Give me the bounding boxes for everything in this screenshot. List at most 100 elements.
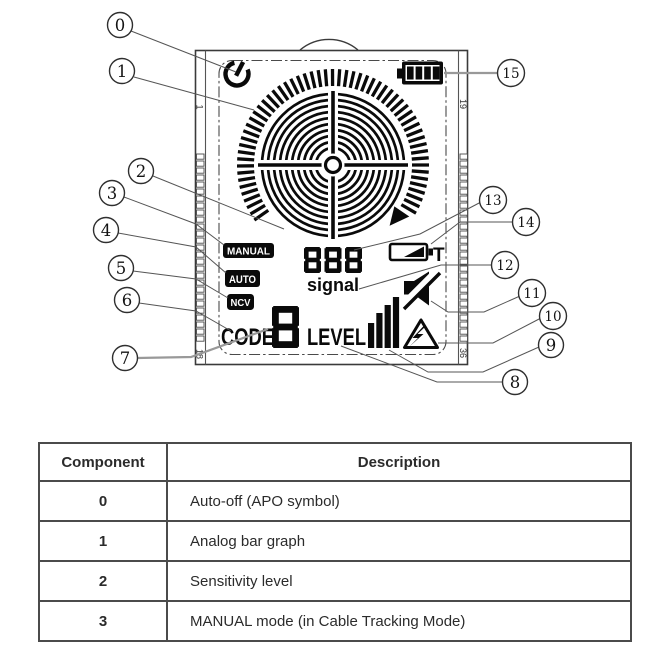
callout-circle-0	[106, 11, 134, 39]
pad	[459, 307, 468, 314]
pad	[196, 251, 205, 258]
leader-line-5	[132, 270, 229, 299]
callout-number-1: 1	[117, 62, 128, 81]
pad	[459, 300, 468, 307]
lcd-diagram: 1 19 18 36 T	[92, 11, 568, 396]
callout-circle-14	[511, 207, 541, 237]
leader-line-9	[388, 346, 540, 373]
callout-number-11: 11	[523, 286, 540, 302]
signal-bars-icon	[368, 297, 400, 348]
table-row: 3 MANUAL mode (in Cable Tracking Mode)	[40, 600, 630, 640]
leader-line-4	[117, 232, 227, 274]
pad	[196, 321, 205, 328]
leader-line-0	[130, 30, 237, 73]
pad	[196, 160, 205, 167]
auto-badge: AUTO	[225, 270, 260, 287]
component-cell: 0	[40, 482, 168, 520]
pad	[196, 202, 205, 209]
leader-line-14	[430, 221, 513, 245]
callout-number-10: 10	[544, 309, 561, 325]
pad	[196, 153, 205, 160]
pad	[459, 244, 468, 251]
pin-label-19: 19	[458, 99, 468, 109]
pad	[459, 265, 468, 272]
pad	[459, 160, 468, 167]
pad	[459, 286, 468, 293]
battery-full-icon	[397, 61, 443, 85]
leader-line-13	[353, 201, 482, 251]
callout-circle-1	[108, 57, 136, 85]
callout-number-8: 8	[510, 373, 521, 392]
description-cell: MANUAL mode (in Cable Tracking Mode)	[190, 612, 466, 630]
pad	[459, 202, 468, 209]
leader-line-7	[136, 327, 269, 360]
leader-line-1	[133, 76, 255, 111]
pad	[196, 258, 205, 265]
warning-triangle-icon	[403, 318, 439, 349]
callout-circle-4	[92, 216, 120, 244]
level-label: LEVEL	[307, 324, 366, 351]
callout-number-0: 0	[115, 16, 126, 35]
pad	[459, 251, 468, 258]
callout-leader-lines	[117, 30, 542, 383]
callout-number-14: 14	[517, 215, 534, 231]
component-cell: 3	[40, 602, 168, 640]
callout-circle-13	[478, 185, 508, 215]
pad	[459, 188, 468, 195]
callout-circle-6	[113, 286, 141, 314]
leader-line-11	[430, 295, 521, 313]
leader-line-6	[138, 302, 232, 332]
connector-pads	[196, 153, 468, 342]
description-cell: Sensitivity level	[190, 572, 293, 590]
table-header-component: Component	[40, 444, 168, 480]
pin-label-36: 36	[458, 348, 468, 358]
callout-circle-9	[537, 331, 565, 359]
callout-number-7: 7	[120, 349, 131, 368]
pad	[459, 167, 468, 174]
pad	[196, 293, 205, 300]
callout-circle-3	[98, 179, 126, 207]
pad	[459, 174, 468, 181]
pad	[459, 153, 468, 160]
pad	[196, 167, 205, 174]
pad	[196, 195, 205, 202]
auto-badge-label: AUTO	[229, 274, 256, 286]
pad	[459, 181, 468, 188]
pad	[459, 230, 468, 237]
pad	[196, 265, 205, 272]
leader-line-10	[438, 317, 542, 344]
ncv-badge: NCV	[227, 294, 254, 310]
viewing-area-outline	[218, 59, 447, 356]
pad	[196, 328, 205, 335]
callout-circle-11	[517, 278, 547, 308]
table-header-description: Description	[357, 453, 441, 471]
pad	[196, 335, 205, 342]
component-cell: 2	[40, 562, 168, 600]
pad	[459, 328, 468, 335]
callout-number-3: 3	[107, 184, 118, 203]
signal-label: signal	[307, 275, 359, 295]
mute-icon	[397, 268, 442, 311]
pad	[196, 300, 205, 307]
seven-segment-digits	[272, 247, 362, 348]
pad	[459, 293, 468, 300]
pad	[196, 279, 205, 286]
auto-off-icon	[223, 60, 251, 88]
callout-circle-10	[538, 301, 568, 331]
callout-number-13: 13	[484, 193, 501, 209]
callout-circle-2	[127, 157, 155, 185]
callout-circle-15	[496, 58, 526, 88]
pad	[459, 279, 468, 286]
ncv-badge-label: NCV	[231, 297, 251, 309]
callout-circle-5	[107, 254, 135, 282]
callout-number-12: 12	[496, 258, 513, 274]
pad	[196, 174, 205, 181]
pad	[196, 181, 205, 188]
callout-number-2: 2	[136, 162, 147, 181]
pad	[459, 272, 468, 279]
pad	[196, 216, 205, 223]
description-cell: Auto-off (APO symbol)	[190, 492, 340, 510]
manual-badge-label: MANUAL	[227, 247, 270, 258]
